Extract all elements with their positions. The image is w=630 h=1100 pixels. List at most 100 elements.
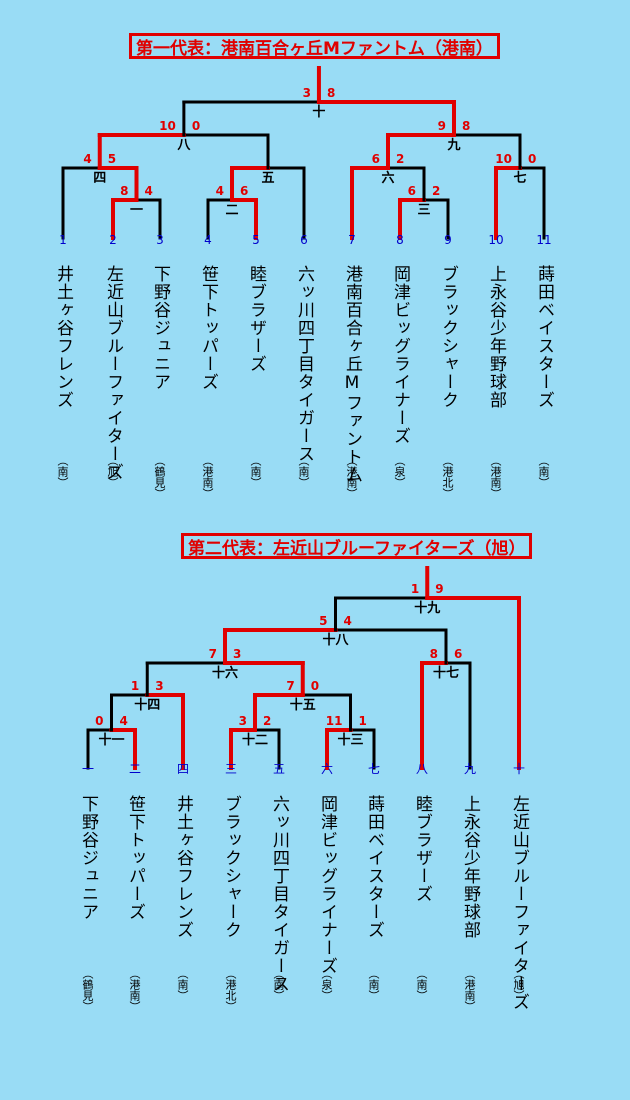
team-region: （泉）	[393, 455, 406, 488]
team-name: ブラックシャーク	[438, 265, 458, 409]
seed-number: 6	[300, 233, 308, 247]
team-name: 上永谷少年野球部	[486, 265, 506, 409]
game-label: 一	[130, 203, 143, 218]
team-region: （南）	[272, 968, 285, 1001]
score: 7	[209, 647, 217, 661]
game-label: 十六	[212, 665, 238, 681]
score: 3	[303, 86, 311, 100]
team-name: 井土ヶ谷フレンズ	[53, 265, 73, 409]
seed-number: 7	[348, 233, 356, 247]
bracket2-title: 第二代表：左近山ブルーファイターズ（旭）	[181, 533, 533, 559]
seed-number: 七	[367, 762, 381, 776]
team-name: 蒔田ベイスターズ	[534, 265, 554, 409]
game-label: 十四	[134, 697, 160, 713]
game-label: 九	[446, 138, 460, 153]
score: 8	[120, 184, 128, 198]
game-label: 十二	[242, 732, 268, 748]
seed-number: 一	[81, 762, 95, 776]
score: 5	[108, 152, 116, 166]
game-label: 二	[225, 203, 238, 218]
score: 2	[263, 714, 271, 728]
team-name: 下野谷ジュニア	[78, 795, 98, 921]
score: 0	[311, 679, 319, 693]
seed-number: 9	[444, 233, 452, 247]
score: 8	[430, 647, 438, 661]
team-region: （港南）	[201, 455, 214, 499]
team-name: 井土ヶ谷フレンズ	[173, 795, 193, 939]
score: 8	[327, 86, 335, 100]
seed-number: 二	[128, 762, 142, 776]
score: 1	[131, 679, 139, 693]
team-name: 睦ブラザーズ	[412, 795, 432, 903]
seed-number: 八	[415, 762, 429, 776]
score: 6	[372, 152, 380, 166]
team-name: 岡津ビッグライナーズ	[317, 795, 337, 975]
game-label: 十三	[337, 732, 363, 748]
game-label: 十	[312, 104, 325, 120]
team-name: 六ッ川四丁目タイガース	[294, 265, 314, 463]
score: 10	[495, 152, 512, 166]
game-label: 六	[381, 170, 394, 186]
score: 3	[239, 714, 247, 728]
score: 9	[438, 119, 446, 133]
team-name: 下野谷ジュニア	[150, 265, 170, 391]
team-region: （泉）	[320, 968, 333, 1001]
team-region: （南）	[176, 968, 189, 1001]
team-region: （南）	[297, 455, 310, 488]
team-region: （港北）	[224, 968, 237, 1012]
seed-number: 11	[536, 233, 552, 247]
seed-number: 8	[396, 233, 404, 247]
seed-number: 4	[204, 233, 212, 247]
seed-number: 四	[176, 762, 190, 776]
team-region: （南）	[537, 455, 550, 488]
score: 5	[319, 614, 327, 628]
score: 2	[432, 184, 440, 198]
seed-number: 10	[488, 233, 504, 247]
score: 10	[159, 119, 176, 133]
team-region: （港南）	[128, 968, 141, 1012]
team-name: 岡津ビッグライナーズ	[390, 265, 410, 445]
score: 3	[233, 647, 241, 661]
score: 4	[120, 714, 128, 728]
game-label: 十七	[433, 665, 459, 681]
team-region: （鶴見）	[153, 455, 166, 499]
score: 6	[454, 647, 462, 661]
game-label: 七	[513, 171, 526, 186]
seed-number: 五	[272, 762, 286, 776]
bracket1-title: 第一代表：港南百合ヶ丘Mファントム（港南）	[129, 33, 500, 59]
team-name: ブラックシャーク	[221, 795, 241, 939]
team-region: （南）	[367, 968, 380, 1001]
score: 4	[216, 184, 224, 198]
score: 2	[396, 152, 404, 166]
team-name: 六ッ川四丁目タイガース	[269, 795, 289, 993]
team-name: 笹下トッパーズ	[198, 265, 218, 391]
seed-number: 十	[512, 762, 526, 776]
score: 6	[240, 184, 248, 198]
team-name: 左近山ブルーファイターズ	[509, 795, 529, 1011]
score: 9	[435, 582, 443, 596]
score: 11	[326, 714, 343, 728]
score: 1	[359, 714, 367, 728]
score: 0	[528, 152, 536, 166]
game-label: 四	[93, 171, 106, 186]
score: 8	[462, 119, 470, 133]
game-label: 十八	[322, 632, 349, 648]
score: 0	[95, 714, 103, 728]
score: 6	[408, 184, 416, 198]
seed-number: 三	[224, 762, 238, 776]
score: 4	[145, 184, 153, 198]
team-name: 左近山ブルーファイターズ	[103, 265, 123, 481]
team-region: （旭）	[106, 455, 119, 488]
team-region: （旭）	[512, 968, 525, 1001]
seed-number: 六	[320, 762, 334, 776]
team-region: （鶴見）	[81, 968, 94, 1012]
game-label: 十九	[414, 600, 440, 616]
team-name: 蒔田ベイスターズ	[364, 795, 384, 939]
score: 7	[286, 679, 294, 693]
seed-number: 5	[252, 233, 260, 247]
score: 3	[155, 679, 163, 693]
game-label: 三	[417, 203, 430, 218]
team-region: （南）	[415, 968, 428, 1001]
seed-number: 1	[59, 233, 67, 247]
